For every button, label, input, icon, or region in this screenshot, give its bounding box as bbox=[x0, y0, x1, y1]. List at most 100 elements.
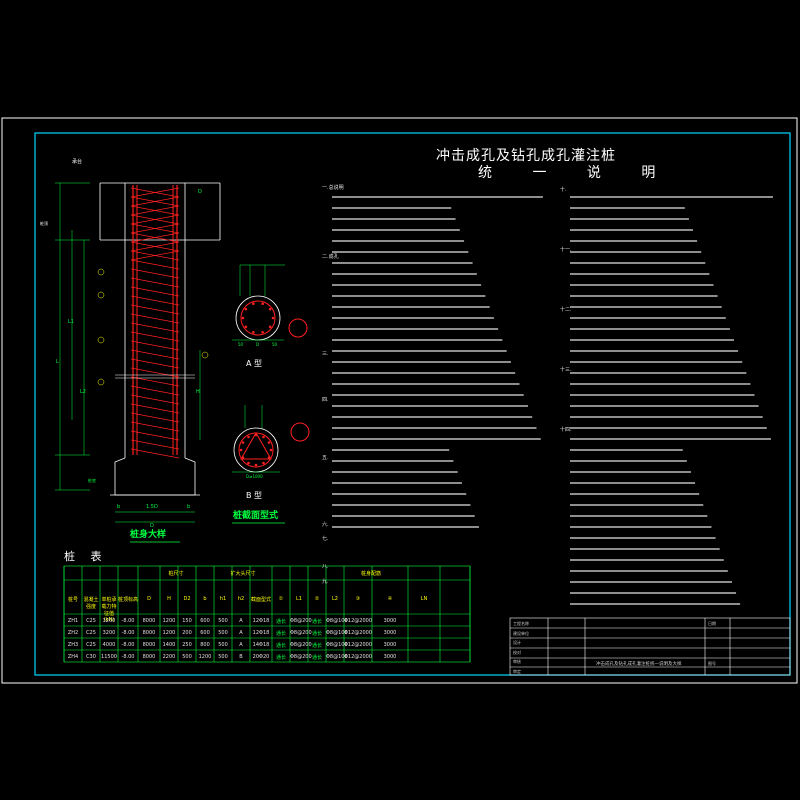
table-cell: Φ8@100 bbox=[326, 630, 348, 636]
table-cell: A bbox=[239, 642, 243, 648]
pile-detail-caption: 桩身大样 bbox=[130, 530, 167, 540]
table-cell: L2 bbox=[332, 596, 338, 602]
label-pile-top: 桩顶 bbox=[40, 221, 48, 226]
table-cell: 1200 bbox=[198, 654, 212, 660]
table-cell: -8.00 bbox=[121, 654, 135, 660]
table-cell: 250 bbox=[182, 642, 192, 648]
pile-table-title: 桩 表 bbox=[64, 550, 108, 563]
note-heading: 九. bbox=[322, 579, 329, 585]
table-cell: ③ bbox=[355, 596, 361, 602]
table-cell: 3000 bbox=[383, 618, 397, 624]
table-cell: 通长 bbox=[311, 643, 322, 649]
table-cell: b bbox=[203, 596, 207, 602]
section-b-label: B 型 bbox=[246, 491, 263, 500]
table-cell: 11500 bbox=[101, 654, 117, 660]
table-cell: ZH2 bbox=[67, 630, 79, 636]
pile-detail-drawing bbox=[55, 182, 221, 543]
table-cell: 桩顶标高 bbox=[118, 597, 139, 603]
table-cell: 200 bbox=[182, 630, 192, 636]
section-caption: 桩截面型式 bbox=[233, 511, 279, 521]
dim-d2: D bbox=[198, 189, 202, 195]
table-cell: -8.00 bbox=[121, 630, 135, 636]
dim-1-5d: 1.5D bbox=[146, 504, 158, 510]
section-a-dim-3: 50 bbox=[272, 342, 278, 347]
table-cell: 8000 bbox=[142, 618, 156, 624]
table-cell: LN bbox=[420, 596, 428, 602]
table-cell: 8000 bbox=[142, 642, 156, 648]
table-cell: h2 bbox=[237, 596, 245, 602]
table-cell: Φ12@2000 bbox=[344, 642, 373, 648]
table-cell: 截面型式 bbox=[250, 597, 271, 603]
table-cell: Φ8@200 bbox=[290, 618, 312, 624]
section-a-label: A 型 bbox=[246, 359, 263, 368]
section-type-b bbox=[232, 405, 310, 524]
table-cell: h1 bbox=[219, 596, 227, 602]
table-cell: 通长 bbox=[275, 619, 286, 625]
note-heading: 十二. bbox=[560, 307, 572, 313]
table-cell: Φ8@100 bbox=[326, 654, 348, 660]
table-cell: Φ8@100 bbox=[326, 642, 348, 648]
table-cell: 4000 bbox=[102, 642, 116, 648]
table-cell: 800 bbox=[200, 642, 210, 648]
title-block-field: 审定 bbox=[513, 668, 521, 674]
table-cell: 3000 bbox=[383, 630, 397, 636]
table-cell: 扩大头尺寸 bbox=[230, 571, 256, 577]
table-cell: L1 bbox=[296, 596, 302, 602]
table-cell: 14Φ18 bbox=[252, 642, 270, 648]
table-cell: 500 bbox=[182, 654, 192, 660]
sheet-border bbox=[1, 117, 798, 684]
note-heading: 三. bbox=[322, 351, 329, 357]
table-cell: D2 bbox=[183, 596, 191, 602]
table-cell: Φ12@2000 bbox=[344, 618, 373, 624]
table-cell: Φ12@2000 bbox=[344, 654, 373, 660]
table-cell: ZH1 bbox=[67, 618, 79, 624]
table-cell: ② bbox=[314, 596, 320, 602]
drawing-subtitle: 统 一 说 明 bbox=[478, 165, 674, 181]
table-cell: 通长 bbox=[275, 631, 286, 637]
table-cell: Φ8@200 bbox=[290, 654, 312, 660]
note-heading: 八. bbox=[322, 564, 329, 570]
title-block-field: 建设单位 bbox=[513, 630, 529, 636]
section-a-dim-1: 50 bbox=[238, 342, 244, 347]
note-heading: 二.成孔 bbox=[322, 254, 339, 260]
dim-d: D bbox=[150, 523, 154, 529]
table-cell: 桩身配筋 bbox=[360, 571, 381, 577]
table-cell: Φ8@200 bbox=[290, 630, 312, 636]
section-type-a bbox=[232, 264, 308, 341]
table-cell: Φ8@200 bbox=[290, 642, 312, 648]
title-block-drawing-name: 冲击成孔及钻孔成孔灌注桩统一说明及大样 bbox=[596, 662, 682, 667]
table-cell: B bbox=[239, 654, 243, 660]
drawing-frame bbox=[34, 132, 791, 676]
label-pile-bottom: 桩底 bbox=[88, 478, 96, 483]
table-cell: 3200 bbox=[102, 618, 116, 624]
table-cell: ZH4 bbox=[67, 654, 79, 660]
table-cell: 500 bbox=[218, 654, 228, 660]
title-block-field: 审核 bbox=[513, 659, 521, 664]
table-cell: 150 bbox=[182, 618, 192, 624]
note-heading: 六. bbox=[322, 522, 329, 528]
dim-l2: L2 bbox=[80, 389, 86, 395]
table-cell: 通长 bbox=[311, 619, 322, 625]
title-block-field: 校对 bbox=[513, 649, 521, 655]
table-cell: ① bbox=[278, 596, 284, 602]
title-block-grid bbox=[509, 617, 791, 676]
table-cell: Φ12@2000 bbox=[344, 630, 373, 636]
table-cell: ④ bbox=[387, 596, 393, 602]
table-cell: 通长 bbox=[275, 655, 286, 661]
label-cap: 承台 bbox=[72, 159, 83, 165]
title-block-field: 图号 bbox=[708, 661, 716, 666]
note-heading: 四. bbox=[322, 397, 329, 403]
table-cell: H bbox=[167, 596, 171, 602]
table-cell: C25 bbox=[86, 642, 96, 648]
table-cell: 3000 bbox=[383, 642, 397, 648]
section-a-dim-2: D bbox=[256, 342, 260, 347]
table-cell: D bbox=[147, 596, 151, 602]
table-cell: Φ8@100 bbox=[326, 618, 348, 624]
note-heading: 十四. bbox=[560, 427, 572, 433]
title-block-field: 日期 bbox=[708, 621, 716, 626]
table-cell: 600 bbox=[200, 630, 210, 636]
note-heading: 十一. bbox=[560, 247, 572, 253]
table-cell: 1400 bbox=[162, 642, 176, 648]
table-cell: 20Φ20 bbox=[252, 654, 270, 660]
